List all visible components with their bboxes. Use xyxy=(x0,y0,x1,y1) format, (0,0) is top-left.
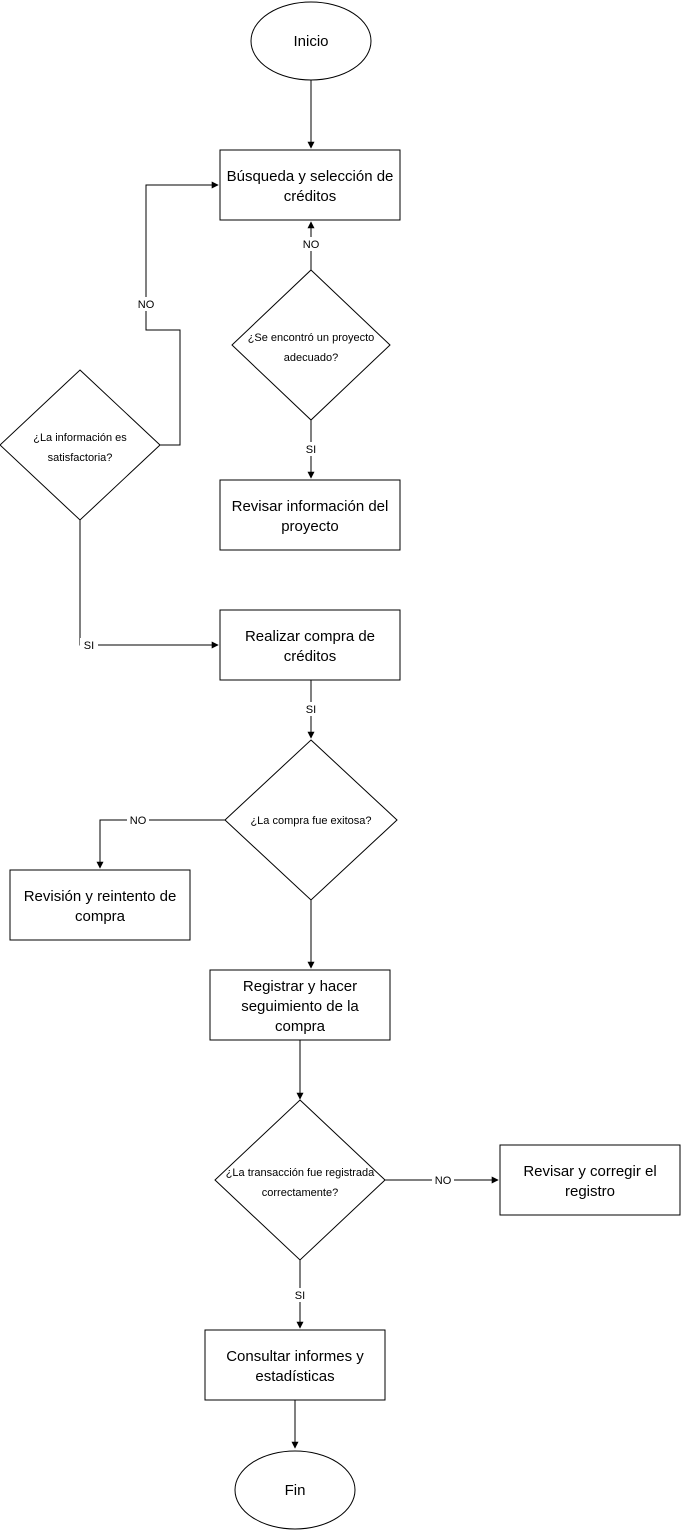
svg-text:Revisar información del: Revisar información del xyxy=(232,498,389,515)
svg-text:correctamente?: correctamente? xyxy=(262,1187,338,1199)
edge-label-no-tx: NO xyxy=(432,1173,454,1187)
edge-qinfo-buy-si xyxy=(79,520,219,649)
edge-label-no-buy: NO xyxy=(127,813,149,827)
svg-text:Registrar y hacer: Registrar y hacer xyxy=(243,978,357,995)
svg-text:¿Se encontró un proyecto: ¿Se encontró un proyecto xyxy=(248,332,375,344)
svg-text:NO: NO xyxy=(138,299,155,311)
svg-text:seguimiento de la: seguimiento de la xyxy=(241,998,359,1015)
buy-process: Realizar compra de créditos xyxy=(219,609,401,681)
svg-text:¿La transacción fue registrada: ¿La transacción fue registrada xyxy=(226,1167,375,1179)
search-process: Búsqueda y selección de créditos xyxy=(219,149,401,221)
svg-text:satisfactoria?: satisfactoria? xyxy=(48,452,113,464)
svg-text:SI: SI xyxy=(306,704,316,716)
svg-text:Fin: Fin xyxy=(285,1482,306,1499)
svg-text:¿La compra fue exitosa?: ¿La compra fue exitosa? xyxy=(250,815,371,827)
svg-text:Revisar y corregir el: Revisar y corregir el xyxy=(523,1163,656,1180)
svg-text:SI: SI xyxy=(295,1290,305,1302)
svg-text:Búsqueda y selección de: Búsqueda y selección de xyxy=(227,168,394,185)
edge-label-si-info: SI xyxy=(80,638,98,652)
start-node: Inicio xyxy=(250,1,372,81)
svg-text:SI: SI xyxy=(306,444,316,456)
project-found-decision: ¿Se encontró un proyecto adecuado? xyxy=(231,269,391,421)
svg-text:créditos: créditos xyxy=(284,188,337,205)
svg-text:registro: registro xyxy=(565,1183,615,1200)
edge-label-no-info: NO xyxy=(135,297,157,311)
fix-record-process: Revisar y corregir el registro xyxy=(499,1144,681,1216)
svg-text:¿La información es: ¿La información es xyxy=(33,432,127,444)
svg-text:estadísticas: estadísticas xyxy=(255,1368,334,1385)
edge-label-si-project: SI xyxy=(302,442,320,456)
review-info-process: Revisar información del proyecto xyxy=(219,479,401,551)
edge-label-si-tx: SI xyxy=(291,1288,309,1302)
svg-text:NO: NO xyxy=(130,815,147,827)
info-satisfactory-decision: ¿La información es satisfactoria? xyxy=(0,369,161,521)
svg-text:Consultar informes y: Consultar informes y xyxy=(226,1348,364,1365)
edge-label-si-buy: SI xyxy=(302,702,320,716)
transaction-registered-decision: ¿La transacción fue registrada correctam… xyxy=(214,1099,386,1261)
svg-text:Realizar compra de: Realizar compra de xyxy=(245,628,375,645)
edge-qinfo-search-no xyxy=(145,181,219,446)
svg-text:compra: compra xyxy=(75,908,126,925)
svg-text:Inicio: Inicio xyxy=(293,33,328,50)
buy-success-decision: ¿La compra fue exitosa? xyxy=(224,739,398,901)
svg-text:créditos: créditos xyxy=(284,648,337,665)
end-node: Fin xyxy=(234,1450,356,1530)
reports-process: Consultar informes y estadísticas xyxy=(204,1329,386,1401)
svg-text:Revisión y reintento de: Revisión y reintento de xyxy=(24,888,177,905)
svg-text:SI: SI xyxy=(84,640,94,652)
retry-process: Revisión y reintento de compra xyxy=(9,869,191,941)
svg-text:compra: compra xyxy=(275,1018,326,1035)
edge-qbuy-retry-no xyxy=(96,819,230,869)
svg-text:proyecto: proyecto xyxy=(281,518,339,535)
register-process: Registrar y hacer seguimiento de la comp… xyxy=(209,969,391,1041)
svg-text:NO: NO xyxy=(303,239,320,251)
edge-label-no-project: NO xyxy=(300,237,322,251)
svg-text:adecuado?: adecuado? xyxy=(284,352,338,364)
svg-text:NO: NO xyxy=(435,1175,452,1187)
